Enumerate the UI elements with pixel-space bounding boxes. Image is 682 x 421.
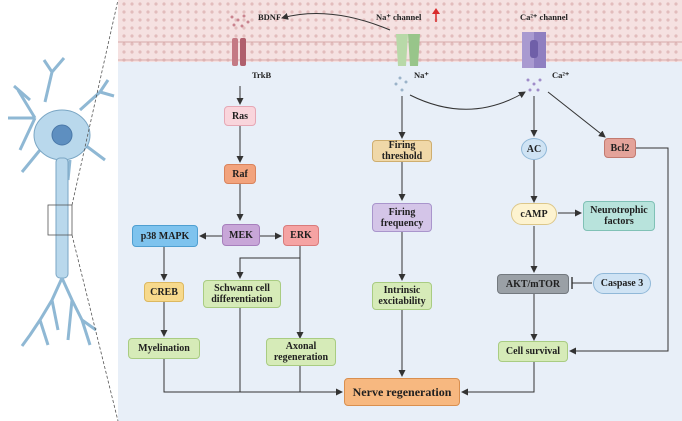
na-channel-protein <box>396 34 420 66</box>
camp-node: cAMP <box>511 203 557 225</box>
na-ion-label: Na⁺ <box>414 70 429 80</box>
nerve-regeneration-node: Nerve regeneration <box>344 378 460 406</box>
firing-threshold-node: Firing threshold <box>372 140 432 162</box>
na-ion-particles <box>394 76 408 92</box>
ac-node: AC <box>521 138 547 160</box>
bdnf-label: BDNF <box>258 12 282 22</box>
schwann-node: Schwann cell differentiation <box>203 280 281 308</box>
ras-node: Ras <box>224 106 256 126</box>
raf-node: Raf <box>224 164 256 184</box>
na-channel-label: Na⁺ channel <box>376 12 422 22</box>
connector-lines <box>160 13 669 396</box>
trkb-label: TrkB <box>252 70 272 80</box>
caspase-3-node: Caspase 3 <box>593 273 651 294</box>
p38-mapk-node: p38 MAPK <box>132 225 198 247</box>
akt-mtor-node: AKT/mTOR <box>497 274 569 294</box>
bcl2-node: Bcl2 <box>604 138 636 158</box>
cell-survival-node: Cell survival <box>498 341 568 362</box>
trkb-receptor <box>232 38 246 66</box>
ca-ion-particles <box>526 78 542 92</box>
neuron-illustration <box>8 57 115 347</box>
intrinsic-excitability-node: Intrinsic excitability <box>372 282 432 310</box>
mek-node: MEK <box>222 224 260 246</box>
neurotrophic-factors-node: Neurotrophic factors <box>583 201 655 231</box>
firing-frequency-node: Firing frequency <box>372 203 432 232</box>
ca-channel-protein <box>522 32 546 68</box>
creb-node: CREB <box>144 282 184 302</box>
bdnf-particles <box>230 14 250 28</box>
myelination-node: Myelination <box>128 338 200 359</box>
erk-node: ERK <box>283 225 319 246</box>
ca-channel-label: Ca²⁺ channel <box>520 12 568 22</box>
na-increase-arrow <box>432 8 440 22</box>
axonal-regeneration-node: Axonal regeneration <box>266 338 336 366</box>
ca-ion-label: Ca²⁺ <box>552 70 570 80</box>
